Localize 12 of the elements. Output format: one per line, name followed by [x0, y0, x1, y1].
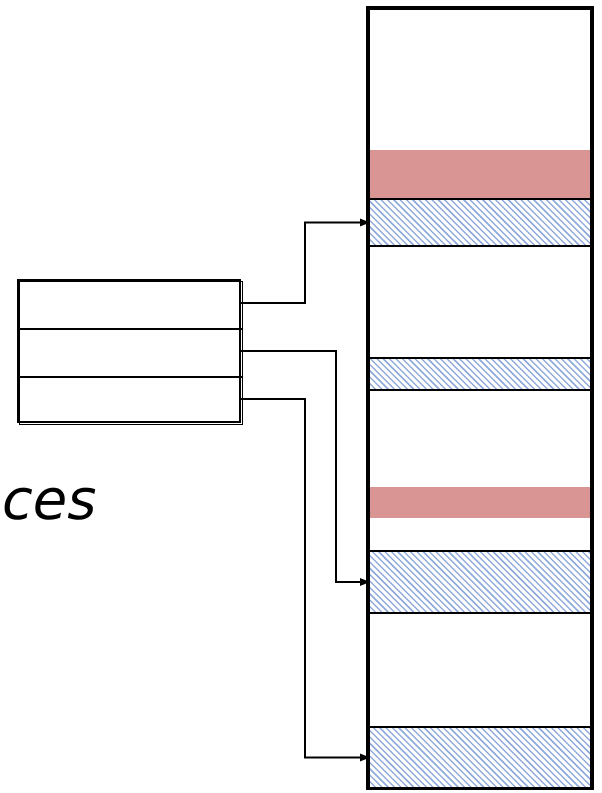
table-row — [19, 329, 243, 377]
shaded-block — [370, 150, 590, 198]
memory-column — [366, 6, 594, 790]
hatched-block — [370, 550, 590, 614]
pointer-table — [17, 279, 241, 423]
shaded-block — [370, 487, 590, 518]
table-row — [19, 377, 243, 425]
hatched-block — [370, 726, 590, 789]
caption-text: ces — [2, 467, 96, 535]
table-row — [19, 281, 243, 329]
hatched-block — [370, 357, 590, 391]
hatched-block — [370, 198, 590, 247]
